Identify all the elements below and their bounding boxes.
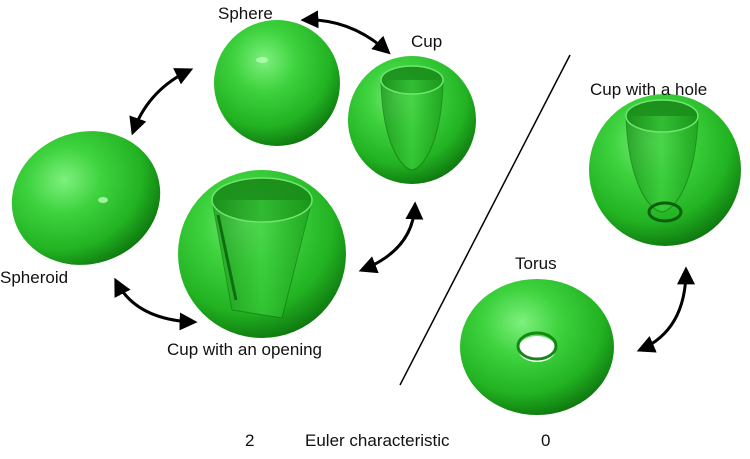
euler-caption: Euler characteristic [305, 431, 450, 450]
label-sphere: Sphere [218, 4, 273, 23]
cup-shape [348, 56, 476, 184]
euler-left-value: 2 [245, 431, 255, 450]
label-cup-with-opening: Cup with an opening [167, 340, 323, 359]
arrow-cup-opening [358, 201, 424, 274]
arrow-sphere-spheroid [129, 68, 194, 136]
euler-right-value: 0 [541, 431, 551, 450]
label-torus: Torus [515, 254, 557, 273]
cup-with-opening-shape [178, 170, 346, 338]
spheroid-shape [11, 131, 161, 265]
torus-shape [460, 279, 614, 415]
arrow-torus-hole [636, 266, 695, 353]
label-cup-with-hole: Cup with a hole [590, 80, 708, 99]
label-cup: Cup [411, 32, 443, 51]
arrow-spheroid-opening [114, 277, 198, 331]
arrow-sphere-cup [300, 10, 391, 55]
divider-line [399, 54, 571, 386]
sphere-shape [214, 20, 340, 146]
label-spheroid: Spheroid [0, 268, 69, 287]
cup-with-hole-shape [589, 94, 741, 246]
